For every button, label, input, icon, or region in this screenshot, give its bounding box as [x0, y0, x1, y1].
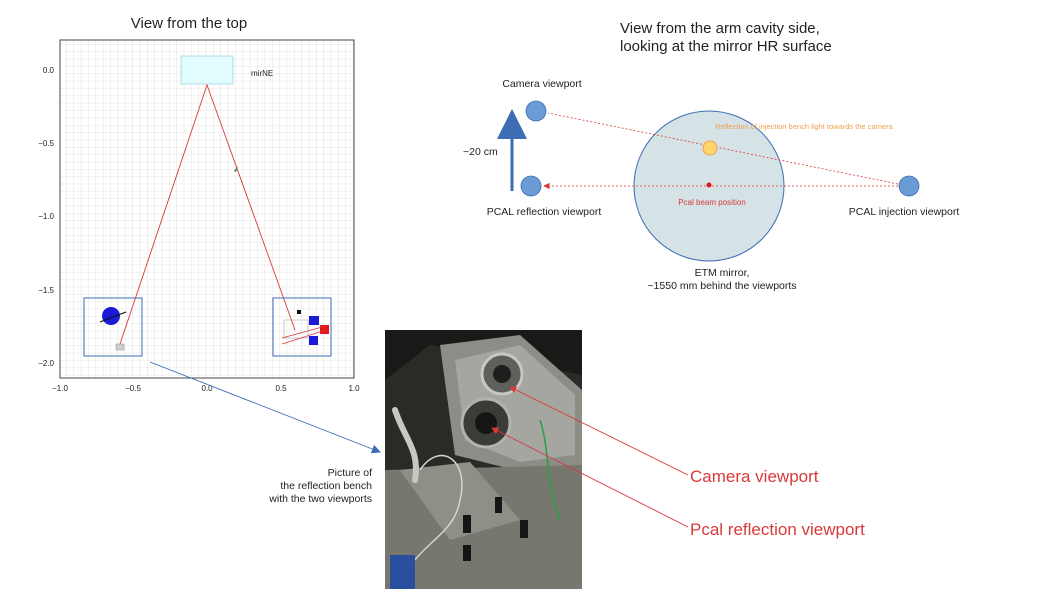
left-bench-optic [99, 311, 127, 323]
camera-viewport-label: Camera viewport [502, 78, 581, 90]
photo-caption-line-3: with the two viewports [268, 493, 372, 505]
bench-photo [385, 330, 582, 589]
reflection-spot [702, 140, 718, 156]
photo-camera-port [493, 365, 511, 383]
photo-caption-line-1: Picture of [328, 467, 372, 479]
top-view-plot: 0.0 −0.5 −1.0 −1.5 −2.0 −1.0 −0.5 0.0 0.… [38, 39, 360, 393]
pcal-beam-spot [706, 182, 712, 188]
photo-shadow-top [385, 330, 582, 380]
photo-optic-mount-1 [463, 515, 471, 533]
photo-cable-1 [414, 454, 463, 561]
beam-direction-marker [234, 166, 238, 172]
etm-label-line-1: ETM mirror, [695, 267, 750, 279]
right-bench-element [297, 310, 301, 314]
right-title-line-1: View from the arm cavity side, [620, 20, 820, 37]
photo-optic-mount-3 [520, 520, 528, 538]
mirror-rect [180, 55, 234, 85]
left-bench-mount [115, 343, 125, 351]
right-bench-frame [283, 319, 309, 339]
reflection-beam-line [547, 112, 899, 185]
reflection-note: Reflection of injection bench light towa… [715, 122, 893, 131]
photo-optic-mount-4 [463, 545, 471, 561]
camera-callout-arrow [509, 386, 689, 476]
camera-callout-label: Camera viewport [690, 467, 819, 486]
x-tick-0: −1.0 [52, 384, 68, 393]
y-tick-4: −2.0 [38, 359, 54, 368]
distance-label: ~20 cm [463, 146, 498, 158]
pcal-callout-arrow [491, 427, 689, 528]
photo-pcal-port [475, 412, 497, 434]
right-bench-block-2 [309, 336, 318, 345]
mirror-label: mirNE [251, 69, 273, 78]
right-bench [272, 297, 332, 357]
pcal-injection-label: PCAL injection viewport [849, 206, 960, 218]
y-tick-2: −1.0 [38, 212, 54, 221]
right-bench-beam-2 [281, 329, 327, 345]
left-bench-camera [102, 307, 120, 325]
plot-area [59, 39, 355, 379]
photo-post [392, 407, 419, 483]
etm-label-line-2: ~1550 mm behind the viewports [647, 280, 796, 292]
y-tick-1: −0.5 [38, 139, 54, 148]
y-tick-0: 0.0 [43, 66, 55, 75]
beam-path [119, 83, 296, 345]
pcal-reflection-label: PCAL reflection viewport [487, 206, 602, 218]
y-tick-3: −1.5 [38, 286, 54, 295]
photo-optic-mount-2 [495, 497, 502, 513]
left-panel-title: View from the top [131, 15, 247, 32]
pcal-reflection-viewport [520, 175, 542, 197]
x-tick-4: 1.0 [348, 384, 360, 393]
x-tick-1: −0.5 [125, 384, 141, 393]
pcal-callout-label: Pcal reflection viewport [690, 520, 865, 539]
left-bench [83, 297, 143, 357]
right-title-line-2: looking at the mirror HR surface [620, 38, 832, 55]
photo-cable-2 [539, 419, 561, 521]
right-bench-beam-1 [281, 325, 327, 339]
camera-viewport [525, 100, 547, 122]
x-tick-3: 0.5 [275, 384, 287, 393]
beam-position-label: Pcal beam position [678, 198, 746, 207]
pcal-injection-viewport [898, 175, 920, 197]
photo-blue-cover [390, 555, 415, 589]
right-bench-laser [320, 325, 329, 334]
x-tick-2: 0.0 [201, 384, 213, 393]
plot-to-photo-arrow [149, 361, 381, 454]
photo-caption-line-2: the reflection bench [280, 480, 372, 492]
right-bench-block-1 [309, 316, 319, 325]
